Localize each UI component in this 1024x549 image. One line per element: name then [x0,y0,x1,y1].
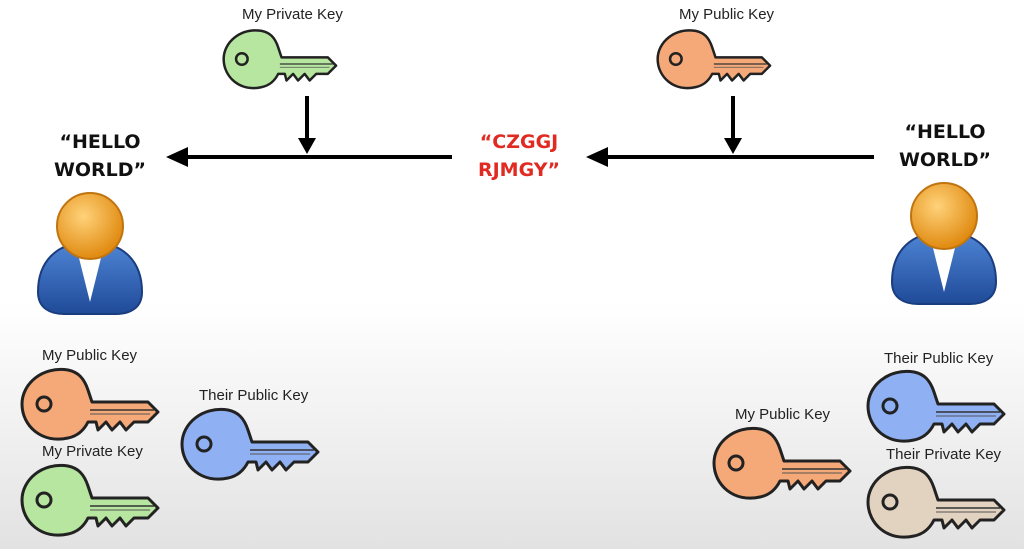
key-icon [866,462,1016,542]
key-label: Their Public Key [884,350,994,367]
person-icon-left [36,192,144,315]
right-plaintext: “HELLO WORLD” [875,118,1015,174]
left-arrow-to-cipher [586,147,874,167]
left-plaintext: “HELLO WORLD” [30,128,170,184]
key-label: Their Private Key [886,446,1002,463]
key-label: My Private Key [42,443,143,460]
plaintext-line: WORLD” [898,149,992,171]
ciphertext: “CZGGJ RJMGY” [444,128,594,184]
key-icon [20,364,170,444]
key-icon [180,404,330,484]
top-private-key-label: My Private Key [242,6,343,23]
key-icon [866,366,1016,446]
plaintext-line: “HELLO [59,131,141,153]
ciphertext-line: “CZGGJ [479,131,559,153]
arrows [166,96,874,167]
person-icon-right [890,182,998,305]
plaintext-line: “HELLO [904,121,986,143]
top-public-key-label: My Public Key [679,6,775,23]
key-label: My Public Key [42,347,138,364]
ciphertext-line: RJMGY” [477,159,561,181]
key-label: Their Public Key [199,387,309,404]
plaintext-line: WORLD” [53,159,147,181]
down-arrow-left [298,96,316,154]
left-arrow-to-receiver [166,147,452,167]
down-arrow-right [724,96,742,154]
key-icon [20,460,170,540]
key-icon [712,423,862,503]
key-label: My Public Key [735,406,831,423]
